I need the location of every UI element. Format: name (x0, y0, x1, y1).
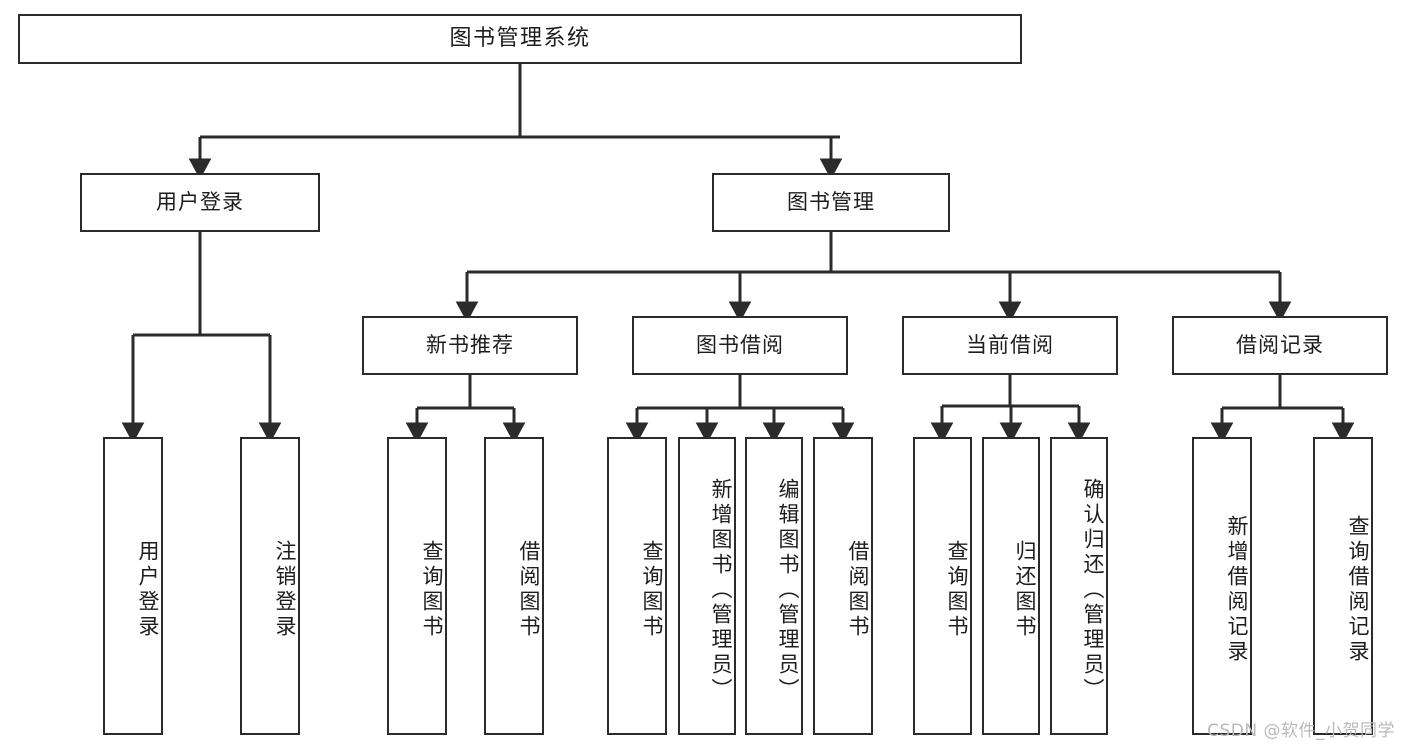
node-leaf-query-book-current-label: 查询图书 (945, 540, 969, 640)
node-current-borrow[interactable]: 当前借阅 (902, 316, 1118, 375)
node-user-login-label: 用户登录 (156, 189, 244, 214)
node-leaf-add-book[interactable]: 新增图书（管理员） (678, 437, 736, 735)
node-leaf-return-book[interactable]: 归还图书 (982, 437, 1040, 735)
node-leaf-add-borrow-record-label: 新增借阅记录 (1225, 515, 1249, 665)
node-new-book-recommend-label: 新书推荐 (426, 332, 514, 357)
node-root-label: 图书管理系统 (449, 25, 591, 51)
node-leaf-query-book-borrow-label: 查询图书 (640, 540, 664, 640)
node-book-borrow-label: 图书借阅 (696, 332, 784, 357)
node-book-management[interactable]: 图书管理 (712, 173, 950, 232)
node-leaf-confirm-return-label: 确认归还（管理员） (1081, 477, 1105, 703)
node-leaf-add-borrow-record[interactable]: 新增借阅记录 (1192, 437, 1252, 735)
node-leaf-edit-book[interactable]: 编辑图书（管理员） (745, 437, 803, 735)
node-root[interactable]: 图书管理系统 (18, 14, 1022, 64)
node-leaf-logout-label: 注销登录 (273, 540, 297, 640)
node-borrow-records-label: 借阅记录 (1236, 332, 1324, 357)
node-book-borrow[interactable]: 图书借阅 (632, 316, 848, 375)
node-leaf-borrow-book-recommend[interactable]: 借阅图书 (484, 437, 544, 735)
node-leaf-query-borrow-record-label: 查询借阅记录 (1346, 515, 1370, 665)
node-leaf-confirm-return[interactable]: 确认归还（管理员） (1050, 437, 1108, 735)
node-current-borrow-label: 当前借阅 (966, 332, 1054, 357)
node-leaf-query-book-current[interactable]: 查询图书 (913, 437, 972, 735)
node-leaf-edit-book-label: 编辑图书（管理员） (776, 477, 800, 703)
node-leaf-borrow-book-recommend-label: 借阅图书 (517, 540, 541, 640)
node-leaf-user-login-label: 用户登录 (136, 540, 160, 640)
node-leaf-add-book-label: 新增图书（管理员） (709, 477, 733, 703)
node-leaf-user-login[interactable]: 用户登录 (103, 437, 163, 735)
node-user-login[interactable]: 用户登录 (80, 173, 320, 232)
node-leaf-query-book-borrow[interactable]: 查询图书 (607, 437, 667, 735)
node-new-book-recommend[interactable]: 新书推荐 (362, 316, 578, 375)
node-leaf-query-book-recommend[interactable]: 查询图书 (387, 437, 447, 735)
node-leaf-return-book-label: 归还图书 (1013, 540, 1037, 640)
node-leaf-logout[interactable]: 注销登录 (240, 437, 300, 735)
node-book-management-label: 图书管理 (787, 189, 875, 214)
watermark: CSDN @软件_小贺同学 (1207, 721, 1395, 741)
node-leaf-borrow-book-label: 借阅图书 (846, 540, 870, 640)
node-leaf-query-book-recommend-label: 查询图书 (420, 540, 444, 640)
node-leaf-query-borrow-record[interactable]: 查询借阅记录 (1313, 437, 1373, 735)
node-leaf-borrow-book[interactable]: 借阅图书 (813, 437, 873, 735)
node-borrow-records[interactable]: 借阅记录 (1172, 316, 1388, 375)
